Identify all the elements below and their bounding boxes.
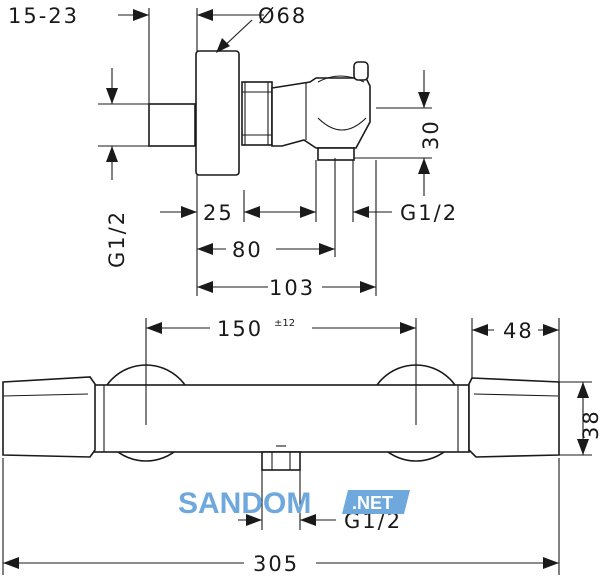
- handle-left: [2, 376, 96, 458]
- dim-label-g12-left: G1/2: [105, 210, 129, 268]
- watermark-suffix: .NET: [352, 493, 393, 513]
- dim-label-g12-right: G1/2: [400, 201, 458, 225]
- valve-body: [271, 77, 371, 149]
- outlet-nipple: [317, 147, 355, 161]
- dim-label-103: 103: [269, 276, 315, 300]
- main-body: [92, 384, 470, 453]
- side-view: 15-23 Ø68 G1/2 30 25 G1/2 80: [8, 4, 458, 300]
- watermark-badge: [342, 490, 410, 514]
- dim-label-48: 48: [503, 319, 534, 343]
- dim-label-30: 30: [419, 119, 443, 150]
- dim-label-diameter: Ø68: [258, 4, 307, 28]
- wall-connector: [148, 103, 196, 147]
- dim-label-305: 305: [253, 552, 299, 576]
- dim-label-150: 150: [217, 317, 263, 341]
- dim-label-25: 25: [203, 201, 234, 225]
- front-view: 150 ±12 48 38 G1/2 305: [2, 317, 600, 576]
- watermark-brand: SANDOM: [178, 487, 311, 520]
- handle-knob: [353, 61, 369, 81]
- outlet-nut: [261, 451, 301, 471]
- handle-right: [468, 377, 560, 458]
- dim-label-15-23: 15-23: [8, 4, 79, 28]
- escutcheon: [195, 50, 240, 176]
- watermark-logo: SANDOM .NET: [178, 487, 410, 520]
- dim-label-38: 38: [579, 409, 600, 440]
- dim-label-80: 80: [232, 238, 263, 262]
- dim-label-tolerance: ±12: [274, 318, 295, 329]
